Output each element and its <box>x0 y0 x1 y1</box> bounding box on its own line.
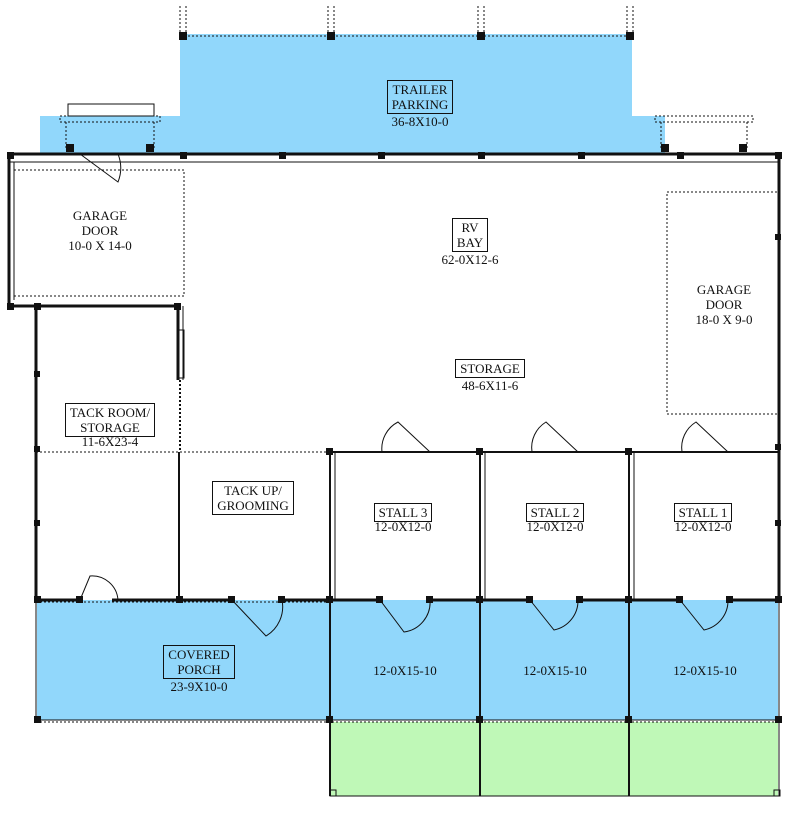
paddock-1 <box>630 722 778 796</box>
tack-up-label: TACK UP/ GROOMING <box>195 481 311 515</box>
run-1-dim: 12-0X15-10 <box>673 663 737 678</box>
garage-door-right-label: GARAGE DOOR 18-0 X 9-0 <box>674 282 774 327</box>
paddock-3 <box>331 722 479 796</box>
stall-3-dim: 12-0X12-0 <box>374 519 432 534</box>
tack-room-name: TACK ROOM/ STORAGE <box>64 403 156 437</box>
tack-room-dim: 11-6X23-4 <box>81 434 139 449</box>
door-swings <box>79 153 729 637</box>
stall-2-dim: 12-0X12-0 <box>526 519 584 534</box>
garage-door-right-dim: 18-0 X 9-0 <box>695 312 753 327</box>
garage-door-left-name: GARAGE DOOR <box>72 208 128 238</box>
garage-door-right-name: GARAGE DOOR <box>696 282 752 312</box>
stall-1-label: STALL 1 12-0X12-0 <box>645 503 761 537</box>
top-left-box <box>67 103 155 117</box>
garage-door-left-dim: 10-0 X 14-0 <box>68 238 132 253</box>
posts <box>7 32 782 797</box>
trailer-parking-area <box>40 34 665 154</box>
rv-bay-dim: 62-0X12-6 <box>441 252 499 267</box>
rv-bay-name: RV BAY <box>451 218 489 252</box>
run-3-dim: 12-0X15-10 <box>373 663 437 678</box>
trailer-parking-label: TRAILER PARKING 36-8X10-0 <box>340 80 500 129</box>
run-2-area <box>481 600 628 720</box>
covered-porch-label: COVERED PORCH 23-9X10-0 <box>134 645 264 694</box>
stall-walls <box>35 451 780 797</box>
covered-porch-dim: 23-9X10-0 <box>170 679 228 694</box>
garage-door-dashed <box>13 169 780 453</box>
tack-up-name: TACK UP/ GROOMING <box>212 481 294 515</box>
storage-label: STORAGE 48-6X11-6 <box>430 359 550 393</box>
run-1-label: 12-0X15-10 <box>640 663 770 678</box>
run-3-label: 12-0X15-10 <box>340 663 470 678</box>
trailer-parking-name: TRAILER PARKING <box>386 80 454 114</box>
covered-porch-name: COVERED PORCH <box>163 645 235 679</box>
run-2-dim: 12-0X15-10 <box>523 663 587 678</box>
tack-room-label: TACK ROOM/ STORAGE 11-6X23-4 <box>50 403 170 452</box>
storage-name: STORAGE <box>455 359 525 378</box>
stall-2-label: STALL 2 12-0X12-0 <box>497 503 613 537</box>
paddock-2 <box>481 722 628 796</box>
stall-3-label: STALL 3 12-0X12-0 <box>345 503 461 537</box>
garage-door-left-label: GARAGE DOOR 10-0 X 14-0 <box>50 208 150 253</box>
stall-1-dim: 12-0X12-0 <box>674 519 732 534</box>
trailer-parking-dim: 36-8X10-0 <box>391 114 449 129</box>
run-1-area <box>630 600 778 720</box>
storage-dim: 48-6X11-6 <box>461 378 519 393</box>
trailer-post-extensions <box>59 6 754 150</box>
garage-door-left-frame <box>9 161 780 380</box>
run-2-label: 12-0X15-10 <box>490 663 620 678</box>
rv-bay-label: RV BAY 62-0X12-6 <box>420 218 520 267</box>
run-3-area <box>331 600 479 720</box>
